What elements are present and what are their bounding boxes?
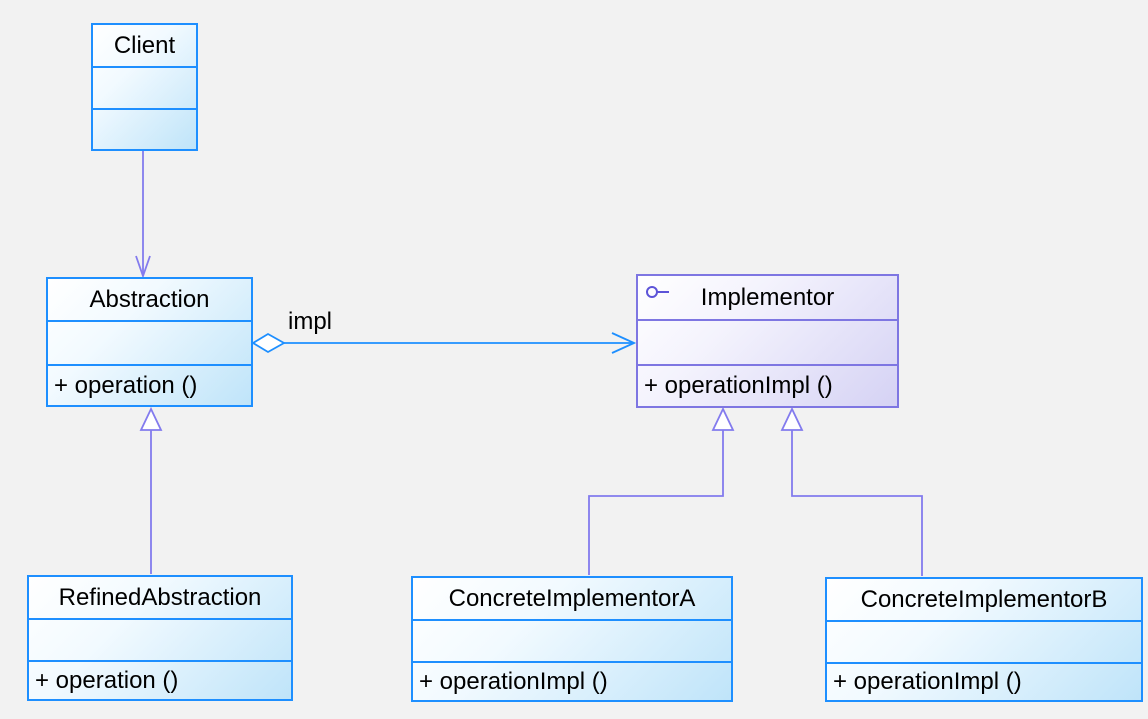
attributes-compartment[interactable] bbox=[827, 620, 1141, 662]
open-arrowhead-icon bbox=[611, 332, 637, 354]
class-name: Abstraction bbox=[89, 285, 210, 313]
generalization-triangle-icon bbox=[780, 406, 804, 431]
attributes-compartment[interactable] bbox=[48, 320, 251, 364]
methods-compartment[interactable]: + operation () bbox=[29, 660, 291, 699]
class-box-implementor[interactable]: Implementor + operationImpl () bbox=[636, 274, 899, 408]
open-arrowhead-icon bbox=[135, 255, 151, 279]
class-name: ConcreteImplementorA bbox=[448, 584, 696, 612]
class-title: ConcreteImplementorB bbox=[827, 579, 1141, 620]
methods-compartment[interactable]: + operation () bbox=[48, 364, 251, 405]
generalization-triangle-icon bbox=[711, 406, 735, 431]
methods-compartment[interactable]: + operationImpl () bbox=[827, 662, 1141, 700]
class-name: Client bbox=[113, 31, 176, 59]
class-title: Client bbox=[93, 25, 196, 66]
attributes-compartment[interactable] bbox=[413, 619, 731, 661]
method-label: + operation () bbox=[35, 666, 179, 694]
methods-compartment[interactable]: + operationImpl () bbox=[638, 364, 897, 406]
class-name: Implementor bbox=[700, 283, 835, 311]
class-title: Implementor bbox=[638, 276, 897, 319]
method-label: + operationImpl () bbox=[644, 372, 833, 399]
class-title: Abstraction bbox=[48, 279, 251, 320]
class-box-client[interactable]: Client bbox=[91, 23, 198, 151]
edge-client-abstraction-dependency[interactable] bbox=[135, 151, 151, 279]
method-label: + operationImpl () bbox=[833, 668, 1022, 695]
class-title: RefinedAbstraction bbox=[29, 577, 291, 618]
edge-refined-abstraction-generalization[interactable] bbox=[139, 406, 163, 574]
interface-lollipop-icon bbox=[646, 286, 669, 298]
attributes-compartment[interactable] bbox=[29, 618, 291, 660]
class-title: ConcreteImplementorA bbox=[413, 578, 731, 619]
class-box-refinedabstraction[interactable]: RefinedAbstraction + operation () bbox=[27, 575, 293, 701]
edge-label-impl: impl bbox=[288, 308, 333, 335]
class-name: ConcreteImplementorB bbox=[860, 585, 1108, 613]
generalization-triangle-icon bbox=[139, 406, 163, 431]
edge-cimpla-implementor-generalization[interactable] bbox=[588, 406, 735, 575]
method-label: + operation () bbox=[54, 371, 198, 399]
attributes-compartment[interactable] bbox=[638, 319, 897, 364]
attributes-compartment[interactable] bbox=[93, 66, 196, 108]
class-box-concreteimplementorb[interactable]: ConcreteImplementorB + operationImpl () bbox=[825, 577, 1143, 702]
aggregation-diamond-icon bbox=[251, 332, 286, 354]
class-box-concreteimplementora[interactable]: ConcreteImplementorA + operationImpl () bbox=[411, 576, 733, 702]
class-name: RefinedAbstraction bbox=[58, 583, 262, 611]
methods-compartment[interactable]: + operationImpl () bbox=[413, 661, 731, 700]
methods-compartment[interactable] bbox=[93, 108, 196, 149]
class-box-abstraction[interactable]: Abstraction + operation () bbox=[46, 277, 253, 407]
method-label: + operationImpl () bbox=[419, 667, 608, 695]
edge-abstraction-implementor-aggregation[interactable] bbox=[251, 332, 637, 354]
edge-cimplb-implementor-generalization[interactable] bbox=[780, 406, 923, 576]
